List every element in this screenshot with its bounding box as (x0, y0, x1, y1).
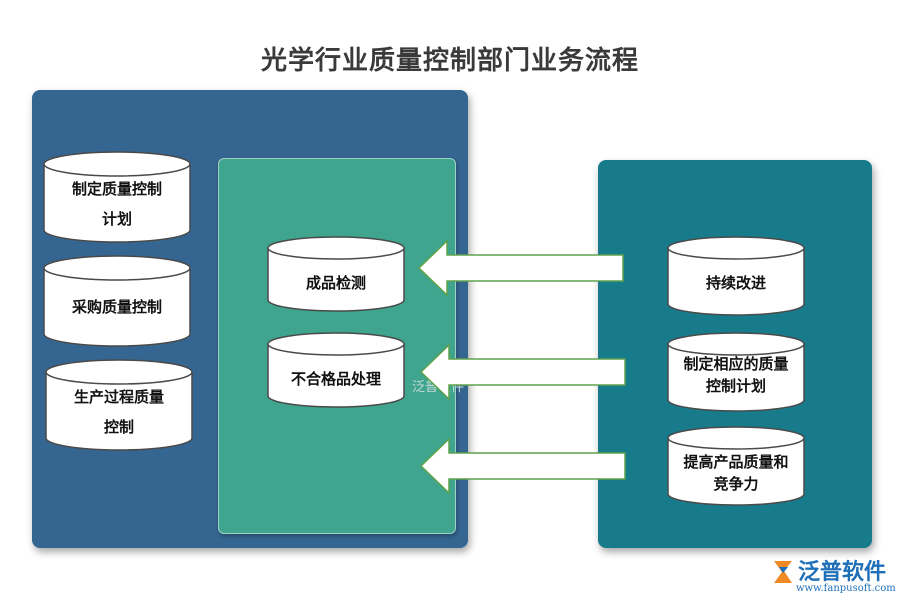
cylinder-shape (667, 332, 805, 412)
left-arrow-1 (418, 240, 624, 296)
logo-name: 泛普软件 (798, 560, 887, 585)
cylinder-shape (267, 236, 405, 312)
cylinder-shape (43, 255, 191, 347)
cylinder-label: 控制 (103, 418, 134, 436)
left-cylinder-2: 采购质量控制 (42, 254, 192, 348)
left-arrow-3 (420, 438, 626, 494)
cylinder-label: 制定相应的质量 (683, 355, 789, 373)
diagram-title: 光学行业质量控制部门业务流程 (260, 46, 639, 76)
cylinder-label: 计划 (101, 210, 132, 228)
cylinder-shape (43, 151, 191, 243)
cylinder-label: 成品检测 (305, 274, 366, 292)
logo-icon (774, 561, 792, 583)
left-cylinder-3: 生产过程质量 控制 (44, 358, 194, 452)
cylinder-shape (267, 332, 405, 408)
cylinder-label: 控制计划 (705, 377, 766, 395)
middle-cylinder-1: 成品检测 (266, 236, 406, 312)
right-cylinder-2: 制定相应的质量 控制计划 (666, 332, 806, 412)
left-cylinder-1: 制定质量控制 计划 (42, 150, 192, 244)
right-cylinder-1: 持续改进 (666, 236, 806, 316)
cylinder-label: 竞争力 (713, 475, 759, 493)
middle-cylinder-2: 不合格品处理 (266, 332, 406, 408)
right-cylinder-3: 提高产品质量和 竞争力 (666, 426, 806, 506)
cylinder-label: 不合格品处理 (290, 370, 381, 388)
cylinder-label: 制定质量控制 (71, 180, 162, 198)
cylinder-label: 提高产品质量和 (683, 453, 789, 471)
company-logo: 泛普软件 www.fanpusoft.com (768, 553, 896, 597)
cylinder-label: 采购质量控制 (71, 298, 162, 316)
cylinder-label: 生产过程质量 (73, 388, 164, 406)
cylinder-shape (667, 426, 805, 506)
cylinder-label: 持续改进 (705, 274, 766, 292)
cylinder-shape (45, 359, 193, 451)
logo-url: www.fanpusoft.com (796, 583, 896, 594)
left-arrow-2 (420, 344, 626, 400)
cylinder-shape (667, 236, 805, 316)
